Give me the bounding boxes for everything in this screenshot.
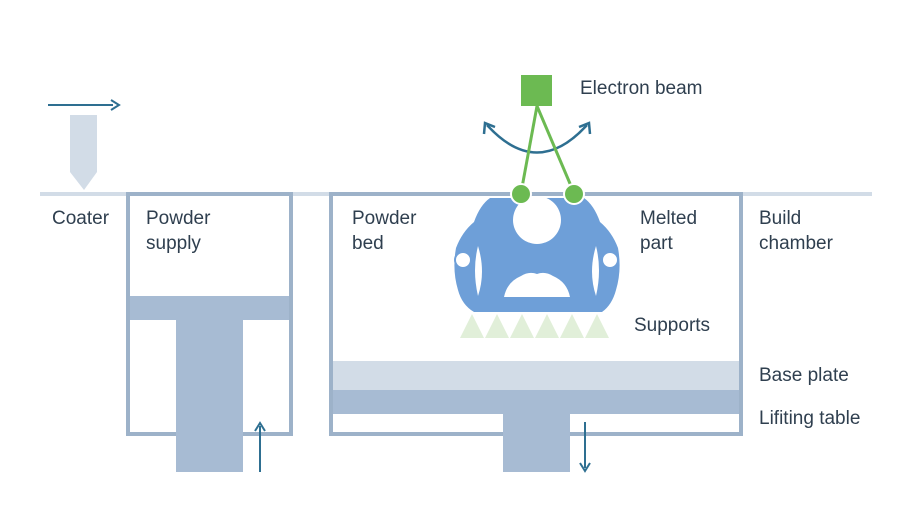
support-tooth: [510, 314, 534, 338]
build-chamber: [329, 192, 743, 473]
support-tooth: [535, 314, 559, 338]
support-tooth: [460, 314, 484, 338]
base-plate-label: Base plate: [759, 365, 849, 386]
build-piston-stem: [503, 414, 570, 472]
lifting-table-label: Lifiting table: [759, 408, 861, 429]
melted-part-label-line1: Melted: [640, 208, 698, 229]
coater: [48, 99, 121, 190]
part-hole-top: [513, 196, 561, 244]
beam-sweep-arrow-right: [578, 121, 592, 135]
powder-bed-label-line2: bed: [352, 233, 384, 254]
part-slot-right: [592, 246, 599, 296]
beam-spot-left: [510, 183, 532, 205]
support-tooth: [485, 314, 509, 338]
beam-spot-right: [563, 183, 585, 205]
melted-part: [454, 196, 620, 312]
build-chamber-label-line1: Build: [759, 208, 802, 229]
beam-line-left: [519, 105, 539, 194]
electron-beam-label: Electron beam: [580, 78, 703, 99]
supply-up-arrow-head: [254, 421, 266, 432]
coater-arrow-head: [110, 99, 121, 111]
powder-bed-label-line1: Powder: [352, 208, 417, 229]
electron-beam: [482, 75, 592, 205]
build-chamber-label-line2: chamber: [759, 233, 833, 254]
melted-part-body: [454, 198, 620, 312]
lifting-table: [333, 390, 739, 414]
powder-supply-layer: [130, 296, 289, 320]
part-pin-right: [601, 251, 619, 269]
part-slot-left: [475, 246, 482, 296]
build-down-arrow-head: [579, 462, 591, 473]
powder-supply-label-line1: Powder: [146, 208, 211, 229]
part-hole-bottom: [504, 272, 570, 297]
electron-gun: [521, 75, 552, 106]
supports-label: Supports: [634, 315, 711, 336]
base-plate: [333, 361, 739, 390]
beam-line-right: [535, 105, 576, 194]
melted-part-label-line2: part: [640, 233, 673, 254]
support-tooth: [560, 314, 584, 338]
supply-piston-stem: [176, 320, 243, 472]
beam-sweep-arrow-left: [482, 121, 496, 135]
beam-sweep-arc: [486, 124, 588, 154]
coater-blade: [70, 115, 97, 190]
coater-label: Coater: [52, 208, 110, 229]
powder-supply-chamber: [126, 192, 293, 472]
part-pin-left: [454, 251, 472, 269]
supports: [460, 314, 609, 338]
powder-supply-label-line2: supply: [146, 233, 201, 254]
support-tooth: [585, 314, 609, 338]
